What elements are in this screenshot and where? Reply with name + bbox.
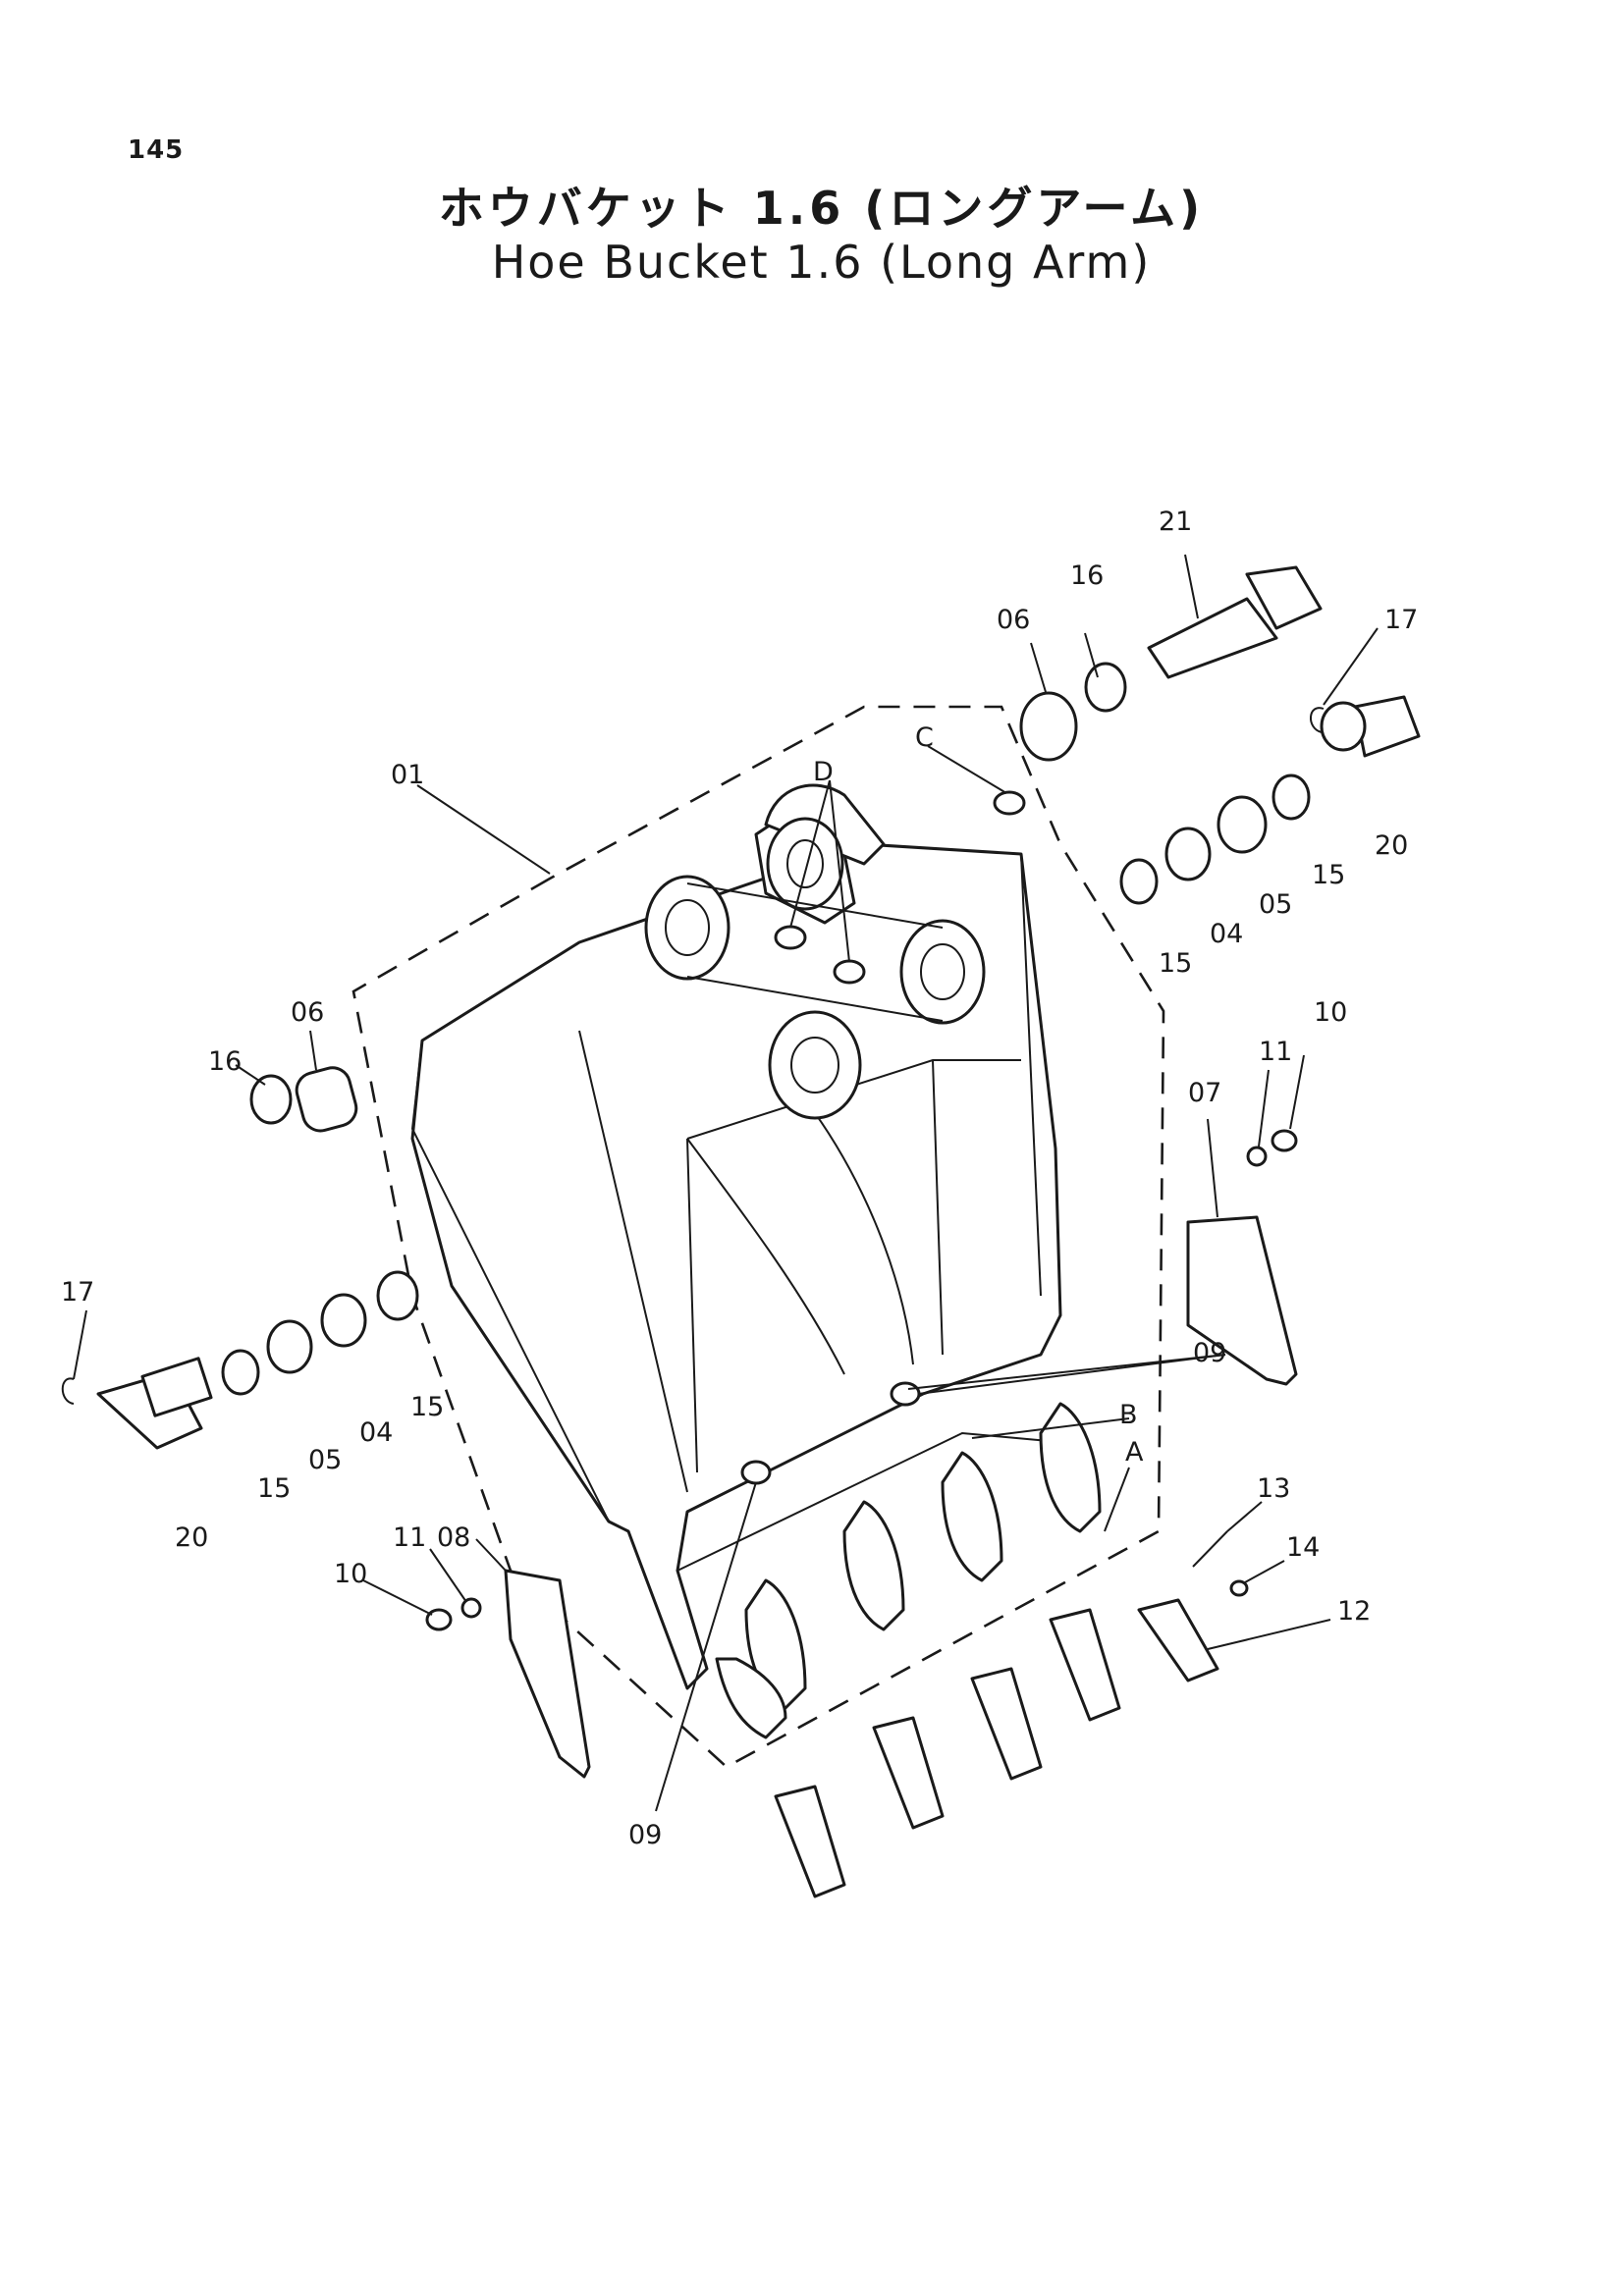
side-cutter-left [504, 1569, 591, 1779]
callout-16-top: 16 [1070, 561, 1104, 591]
callout-17-right: 17 [1384, 605, 1418, 635]
callout-15-left-b: 15 [257, 1473, 291, 1504]
callout-07: 07 [1188, 1078, 1221, 1108]
leader-lines [73, 554, 1379, 1812]
callout-A: A [1125, 1437, 1144, 1468]
callout-17-left: 17 [61, 1277, 94, 1308]
callout-09-left: 09 [628, 1820, 662, 1850]
assembly-boundary [352, 705, 1165, 1769]
page-number: 145 [128, 135, 185, 165]
pins [96, 565, 1421, 1450]
callout-09-right: 09 [1193, 1338, 1226, 1368]
callout-15-right-a: 15 [1312, 860, 1345, 890]
title-english: Hoe Bucket 1.6 (Long Arm) [491, 236, 1152, 289]
side-cutter-right [1186, 1215, 1298, 1386]
callout-04-right: 04 [1210, 919, 1243, 949]
callout-10-right: 10 [1314, 997, 1347, 1028]
bucket-body [410, 783, 1071, 1690]
callout-06-top: 06 [997, 605, 1030, 635]
callout-15-left-a: 15 [410, 1392, 444, 1422]
callout-11-right: 11 [1259, 1037, 1292, 1067]
callout-20-left: 20 [175, 1522, 208, 1553]
title-japanese: ホウバケット 1.6 (ロングアーム) [438, 182, 1205, 235]
callout-15-right-b: 15 [1159, 948, 1192, 979]
callout-16-left: 16 [208, 1046, 242, 1077]
callout-05-left: 05 [308, 1445, 342, 1475]
tooth-adapters [715, 1402, 1102, 1739]
callout-14: 14 [1286, 1532, 1320, 1563]
callout-labels: 01 21 16 06 17 C D 20 15 05 04 15 06 16 … [61, 507, 1418, 1850]
callout-B: B [1119, 1400, 1138, 1430]
callout-10-left: 10 [334, 1559, 367, 1589]
bushings-and-rings [221, 662, 1311, 1396]
callout-12: 12 [1337, 1596, 1371, 1627]
callout-20-right: 20 [1375, 830, 1408, 861]
callout-13: 13 [1257, 1473, 1290, 1504]
callout-08: 08 [437, 1522, 470, 1553]
bucket-teeth [774, 1598, 1219, 1898]
fasteners [61, 707, 1325, 1631]
callout-05-right: 05 [1259, 889, 1292, 920]
callout-04-left: 04 [359, 1417, 393, 1448]
callout-11-left: 11 [393, 1522, 426, 1553]
callout-D: D [813, 757, 834, 787]
callout-01: 01 [391, 760, 424, 790]
callout-21: 21 [1159, 507, 1192, 537]
callout-C: C [915, 722, 934, 753]
callout-06-left: 06 [291, 997, 324, 1028]
